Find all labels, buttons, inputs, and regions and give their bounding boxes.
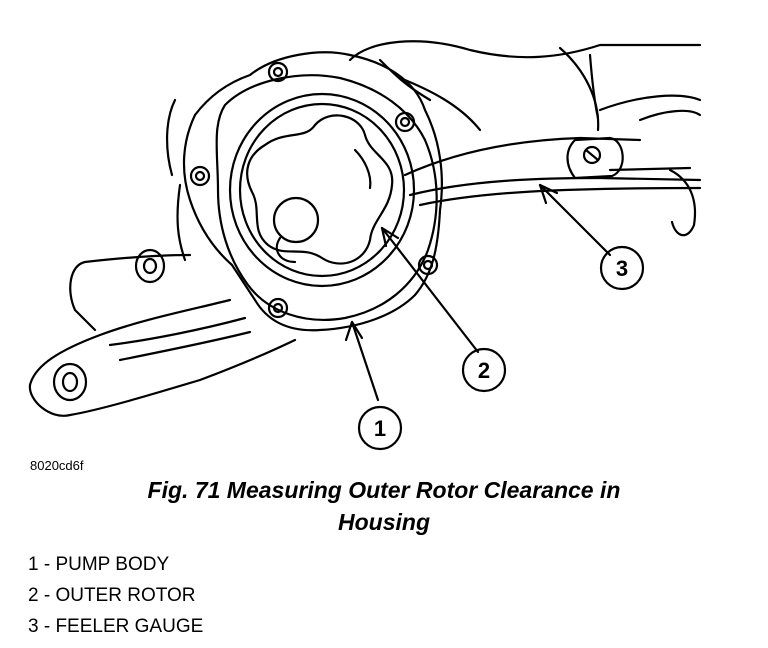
parts-legend: 1 - PUMP BODY 2 - OUTER ROTOR 3 - FEELER… — [28, 549, 203, 642]
feeler-gauge — [403, 136, 702, 207]
callout-2-label: 2 — [478, 358, 490, 383]
callout-3-label: 3 — [616, 256, 628, 281]
pump-body — [28, 51, 443, 417]
callout-3: 3 — [599, 245, 645, 291]
figure-caption-line-1: Fig. 71 Measuring Outer Rotor Clearance … — [147, 477, 621, 503]
inner-rotor — [246, 114, 394, 265]
legend-item-pump-body: 1 - PUMP BODY — [28, 554, 170, 575]
leader-lines — [344, 183, 612, 402]
figure-caption-line-2: Housing — [338, 509, 430, 535]
pump-flange — [189, 61, 439, 321]
pump-illustration: 1 2 3 — [28, 40, 702, 451]
legend-item-feeler-gauge: 3 - FEELER GAUGE — [28, 616, 204, 637]
callout-1-label: 1 — [374, 416, 386, 441]
figure-caption: Fig. 71 Measuring Outer Rotor Clearance … — [0, 474, 768, 538]
figure-code: 8020cd6f — [30, 458, 84, 473]
callout-2: 2 — [461, 347, 507, 393]
legend-item-outer-rotor: 2 - OUTER ROTOR — [28, 585, 196, 606]
outer-rotor — [228, 92, 416, 288]
callout-1: 1 — [357, 405, 403, 451]
